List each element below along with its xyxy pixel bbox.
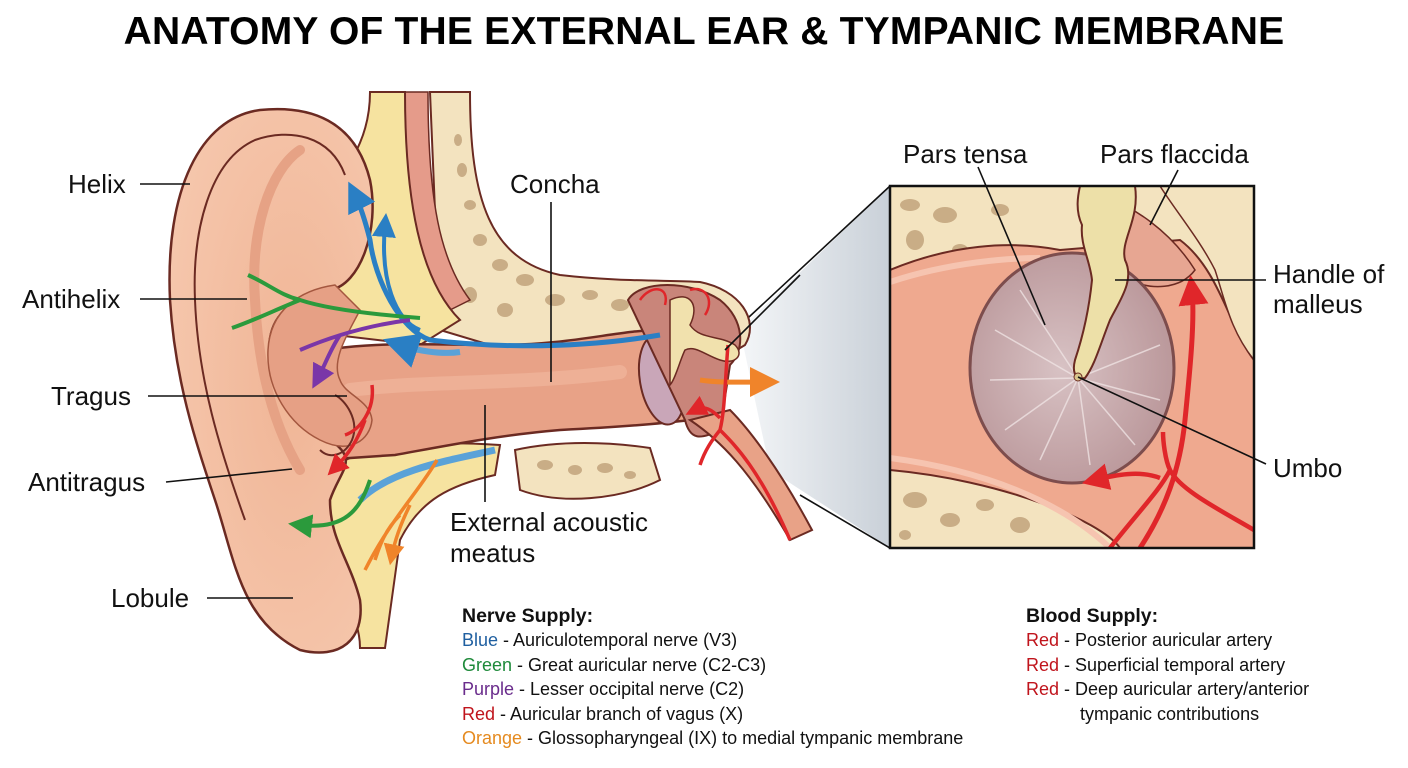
middle-ear-leader xyxy=(724,274,801,351)
label-pars-flaccida: Pars flaccida xyxy=(1100,139,1249,169)
nerve-description: - Great auricular nerve (C2-C3) xyxy=(512,654,767,675)
nerve-description: - Auriculotemporal nerve (V3) xyxy=(498,630,738,650)
lower-tube xyxy=(687,408,814,542)
nerve-supply-legend: Nerve Supply: Blue - Auriculotemporal ne… xyxy=(462,604,963,751)
label-handle-line2: malleus xyxy=(1273,289,1363,319)
inset-canal-lining-top xyxy=(890,255,1041,285)
nerve-blue-branch xyxy=(371,213,421,332)
helix-rim xyxy=(193,133,346,521)
inset-canal-lining-bottom xyxy=(890,455,1113,548)
umbo-leader xyxy=(1077,376,1267,465)
blood-color-name: Red xyxy=(1026,630,1060,650)
nerve-description: - Lesser occipital nerve (C2) xyxy=(514,679,745,699)
bone-pores xyxy=(454,134,656,479)
nerve-legend-item: Green - Great auricular nerve (C2-C3) xyxy=(462,653,963,678)
nerve-color-name: Green xyxy=(462,654,513,675)
blood-legend-item: Red - Posterior auricular artery xyxy=(1026,628,1309,653)
blood-color-name: Red xyxy=(1026,679,1060,699)
nerve-legend-item: Red - Auricular branch of vagus (X) xyxy=(462,702,963,727)
middle-ear xyxy=(626,284,742,438)
label-handle-line1: Handle of xyxy=(1273,259,1385,289)
nerve-legend-item: Purple - Lesser occipital nerve (C2) xyxy=(462,677,963,702)
blood-legend-item: Red - Deep auricular artery/anterior xyxy=(1026,677,1309,702)
antihelix-ridge xyxy=(249,145,305,475)
label-lobule: Lobule xyxy=(111,583,190,613)
nerve-color-name: Red xyxy=(462,703,496,724)
artery-middle-ear xyxy=(695,344,792,541)
label-helix: Helix xyxy=(68,169,126,199)
blood-description: - Superficial temporal artery xyxy=(1059,654,1286,675)
nerve-description: - Glossopharyngeal (IX) to medial tympan… xyxy=(522,728,964,748)
blood-description: - Deep auricular artery/anterior xyxy=(1059,679,1310,699)
zoom-cone-edge-bottom xyxy=(799,494,891,549)
membrane-striations xyxy=(989,289,1161,466)
label-antitragus: Antitragus xyxy=(28,467,146,497)
nerve-purple xyxy=(299,318,411,378)
ear-canal-highlight xyxy=(343,365,627,397)
pars-tensa-leader xyxy=(977,166,1046,326)
nerve-legend-item: Orange - Glossopharyngeal (IX) to medial… xyxy=(462,726,963,751)
leader-lines xyxy=(140,166,1267,599)
blood-legend-continuation: tympanic contributions xyxy=(1080,703,1260,724)
blood-color-name: Red xyxy=(1026,654,1060,675)
ossicles xyxy=(669,296,740,387)
nerve-legend-item: Blue - Auriculotemporal nerve (V3) xyxy=(462,628,963,653)
zoom-cone xyxy=(740,186,890,548)
zoom-cone-edge-top xyxy=(734,185,891,331)
nerve-description: - Auricular branch of vagus (X) xyxy=(495,703,744,724)
nerve-blue-upper xyxy=(348,181,661,349)
nerve-color-name: Blue xyxy=(462,630,499,650)
nerve-orange-middle xyxy=(699,367,780,398)
nerve-orange xyxy=(363,459,439,571)
blood-supply-legend: Blood Supply: Red - Posterior auricular … xyxy=(1026,604,1309,726)
nerve-red-vagus xyxy=(335,384,375,468)
label-umbo: Umbo xyxy=(1273,453,1343,483)
label-antihelix: Antihelix xyxy=(22,284,121,314)
nerve-blue-short xyxy=(382,333,461,368)
nerve-green xyxy=(231,273,421,330)
middle-ear-vessel xyxy=(638,287,711,316)
label-meatus-line1: External acoustic xyxy=(450,507,648,537)
pars-flaccida-leader xyxy=(1149,169,1179,226)
nerve-color-name: Purple xyxy=(462,679,515,699)
label-tragus: Tragus xyxy=(51,381,131,411)
blood-supply-heading: Blood Supply: xyxy=(1026,605,1159,627)
blood-legend-item: Red - Superficial temporal artery xyxy=(1026,653,1309,678)
blood-description: - Posterior auricular artery xyxy=(1059,630,1273,650)
antitragus-leader xyxy=(165,468,293,483)
nerve-color-name: Orange xyxy=(462,728,523,748)
inset-artery-branch xyxy=(1095,431,1254,548)
nerve-supply-heading: Nerve Supply: xyxy=(462,605,594,627)
label-pars-tensa: Pars tensa xyxy=(903,139,1028,169)
nerve-blue-lower xyxy=(357,446,496,503)
temporal-bone-lower xyxy=(513,442,662,500)
nerve-green-lower xyxy=(288,479,372,539)
inset-frame xyxy=(888,184,1256,550)
pars-flaccida-region xyxy=(1130,186,1254,362)
diagram-title: ANATOMY OF THE EXTERNAL EAR & TYMPANIC M… xyxy=(123,10,1285,53)
inset-artery-main xyxy=(1137,275,1209,548)
label-meatus-line2: meatus xyxy=(450,538,536,568)
label-concha: Concha xyxy=(510,169,600,199)
inset-detail xyxy=(890,186,1254,548)
